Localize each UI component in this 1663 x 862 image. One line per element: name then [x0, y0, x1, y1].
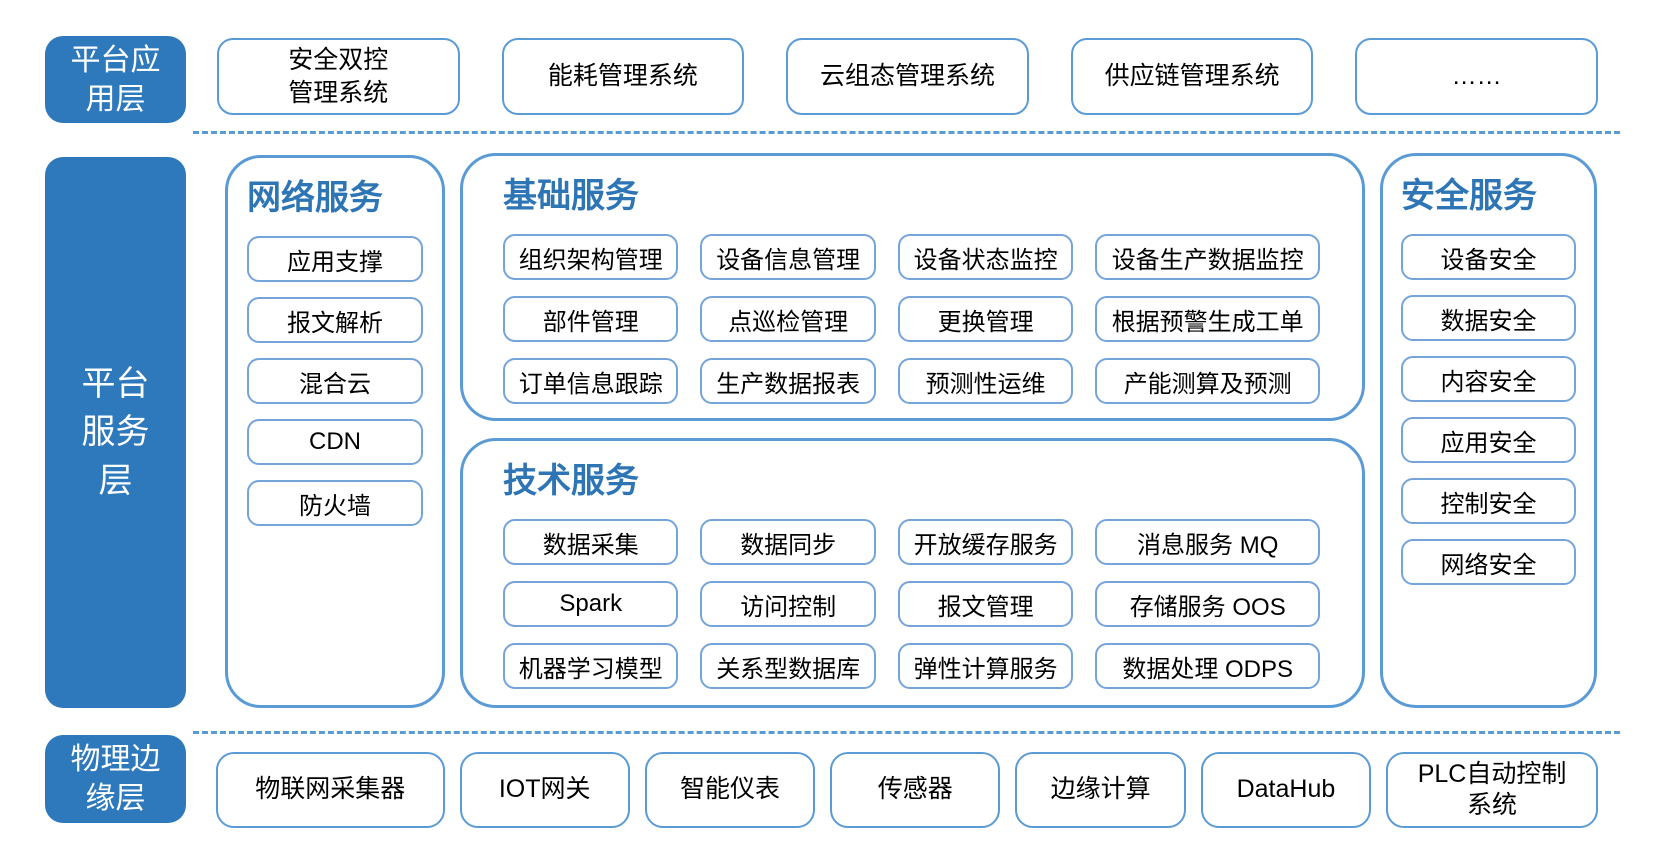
- edge-device-box: 智能仪表: [644, 752, 816, 828]
- edge-device-label: 物联网采集器: [255, 775, 406, 804]
- layer-label-platform-service: 平台服务层: [45, 157, 186, 708]
- edge-device-box: DataHub: [1200, 752, 1372, 828]
- service-item-box: 订单信息跟踪: [503, 358, 679, 404]
- layer-label-platform-application: 平台应用层: [45, 36, 186, 123]
- app-system-box-ellipsis: ……: [1355, 38, 1598, 115]
- group-security-services: 安全服务 设备安全 数据安全 内容安全 应用安全 控制安全 网络安全: [1380, 153, 1597, 708]
- edge-device-box: IOT网关: [459, 752, 630, 828]
- service-item-box: 数据安全: [1401, 295, 1576, 341]
- basic-items-grid: 组织架构管理 设备信息管理 设备状态监控 设备生产数据监控 部件管理 点巡检管理…: [503, 234, 1320, 404]
- edge-devices-row: 物联网采集器 IOT网关 智能仪表 传感器 边缘计算 DataHub PLC自动…: [216, 752, 1598, 828]
- service-item-box: 设备状态监控: [897, 234, 1074, 280]
- edge-device-box: 边缘计算: [1015, 752, 1186, 828]
- service-item-box: 消息服务 MQ: [1095, 519, 1320, 565]
- app-system-box: 供应链管理系统: [1070, 38, 1314, 115]
- service-item-box: 内容安全: [1401, 356, 1576, 402]
- edge-device-box: 传感器: [830, 752, 1001, 828]
- app-system-box: 云组态管理系统: [786, 38, 1029, 115]
- layer-divider-top: [193, 131, 1620, 134]
- service-item-box: 设备安全: [1401, 234, 1576, 280]
- app-system-box: 安全双控管理系统: [217, 38, 460, 115]
- app-system-box: 能耗管理系统: [501, 38, 745, 115]
- group-title: 技术服务: [503, 462, 639, 500]
- service-item-box: 防火墙: [247, 480, 423, 526]
- service-item-box: 预测性运维: [897, 358, 1074, 404]
- service-item-box: CDN: [247, 419, 423, 465]
- service-item-box: 部件管理: [503, 296, 679, 342]
- service-item-box: 更换管理: [897, 296, 1074, 342]
- edge-device-label: 传感器: [877, 775, 953, 804]
- application-systems-row: 安全双控管理系统 能耗管理系统 云组态管理系统 供应链管理系统 ……: [217, 38, 1598, 115]
- service-item-box: 机器学习模型: [503, 643, 679, 689]
- app-system-label: ……: [1451, 62, 1502, 91]
- service-item-box: 数据采集: [503, 519, 679, 565]
- service-item-box: 报文解析: [247, 297, 423, 343]
- group-technical-services: 技术服务 数据采集 数据同步 开放缓存服务 消息服务 MQ Spark 访问控制…: [460, 438, 1365, 708]
- service-item-box: 产能测算及预测: [1095, 358, 1320, 404]
- edge-device-label: 边缘计算: [1050, 775, 1151, 804]
- service-item-box: 网络安全: [1401, 539, 1576, 585]
- service-item-box: 关系型数据库: [700, 643, 876, 689]
- group-title: 网络服务: [247, 179, 383, 217]
- service-item-box: 点巡检管理: [700, 296, 876, 342]
- app-system-label: 供应链管理系统: [1104, 62, 1280, 91]
- service-item-box: 组织架构管理: [503, 234, 679, 280]
- service-item-box: 混合云: [247, 358, 423, 404]
- network-items: 应用支撑 报文解析 混合云 CDN 防火墙: [247, 236, 423, 526]
- edge-device-label: PLC自动控制系统: [1417, 759, 1567, 819]
- service-item-box: 设备信息管理: [700, 234, 876, 280]
- service-item-box: 存储服务 OOS: [1095, 581, 1320, 627]
- service-item-box: 应用安全: [1401, 417, 1576, 463]
- edge-device-label: 智能仪表: [679, 775, 780, 804]
- edge-device-label: DataHub: [1236, 775, 1336, 804]
- layer-label-text: 平台服务层: [81, 365, 150, 500]
- group-title: 安全服务: [1401, 177, 1537, 215]
- group-network-services: 网络服务 应用支撑 报文解析 混合云 CDN 防火墙: [225, 155, 445, 708]
- service-item-box: 应用支撑: [247, 236, 423, 282]
- layer-label-text: 平台应用层: [70, 43, 161, 116]
- service-item-box: 设备生产数据监控: [1095, 234, 1320, 280]
- service-item-box: 弹性计算服务: [897, 643, 1074, 689]
- edge-device-box: PLC自动控制系统: [1386, 752, 1598, 828]
- service-item-box: 报文管理: [897, 581, 1074, 627]
- app-system-label: 云组态管理系统: [819, 62, 995, 91]
- layer-label-text: 物理边缘层: [70, 743, 161, 815]
- service-item-box: 数据处理 ODPS: [1095, 643, 1320, 689]
- edge-device-label: IOT网关: [498, 775, 591, 804]
- group-title: 基础服务: [503, 177, 639, 215]
- edge-device-box: 物联网采集器: [216, 752, 445, 828]
- layer-divider-bottom: [193, 731, 1620, 734]
- service-item-box: 生产数据报表: [700, 358, 876, 404]
- app-system-label: 安全双控管理系统: [288, 46, 389, 107]
- tech-items-grid: 数据采集 数据同步 开放缓存服务 消息服务 MQ Spark 访问控制 报文管理…: [503, 519, 1320, 689]
- group-basic-services: 基础服务 组织架构管理 设备信息管理 设备状态监控 设备生产数据监控 部件管理 …: [460, 153, 1365, 421]
- service-item-box: 开放缓存服务: [897, 519, 1074, 565]
- security-items: 设备安全 数据安全 内容安全 应用安全 控制安全 网络安全: [1401, 234, 1576, 585]
- service-item-box: 访问控制: [700, 581, 876, 627]
- service-item-box: 控制安全: [1401, 478, 1576, 524]
- service-item-box: Spark: [503, 581, 679, 627]
- service-item-box: 根据预警生成工单: [1095, 296, 1320, 342]
- service-item-box: 数据同步: [700, 519, 876, 565]
- layer-label-physical-edge: 物理边缘层: [45, 735, 186, 823]
- app-system-label: 能耗管理系统: [547, 62, 698, 91]
